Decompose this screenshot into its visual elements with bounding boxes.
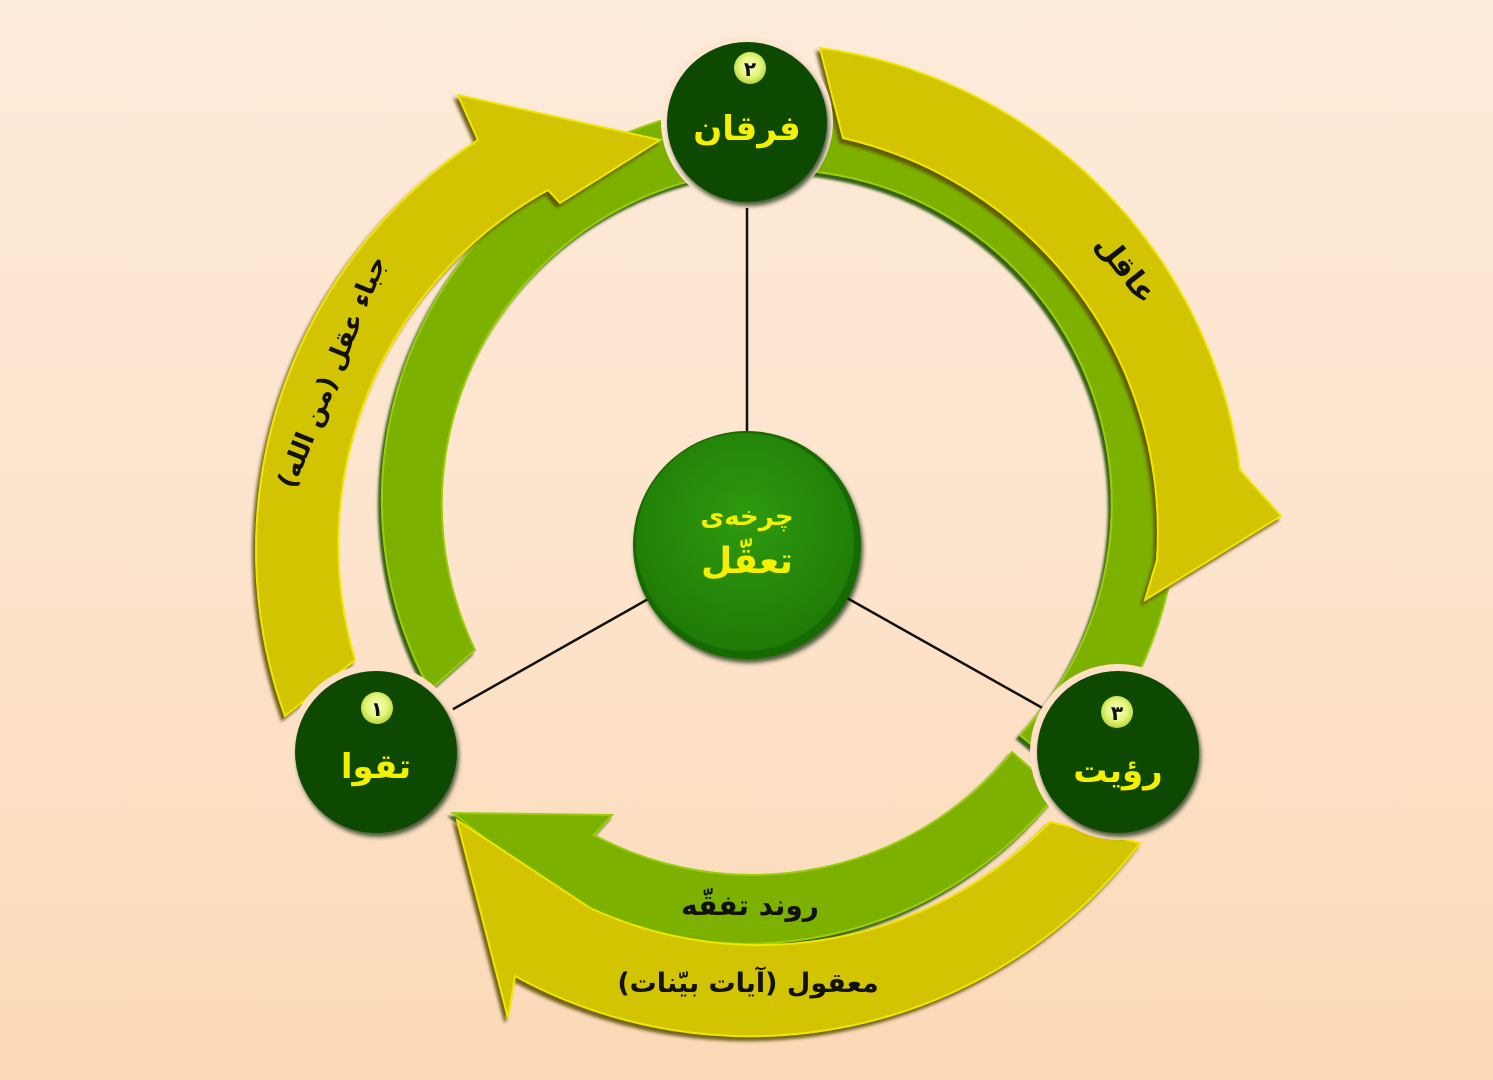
node-2-label: فرقان [693,109,800,149]
center-title-line2: تعقّل [701,538,793,582]
outer-bottom-label: معقول (آیات بیّنات) [617,966,878,999]
node-3-number-badge [1101,696,1133,728]
node-1-number-badge [361,692,393,724]
node-3-label: رؤیت [1073,751,1162,791]
node-1-label: تقوا [341,747,411,787]
center-node[interactable]: چرخه‌ی تعقّل [633,431,861,659]
outer-arrows [255,46,1283,1038]
node-1-taqwa[interactable]: ۱ تقوا [288,664,464,840]
node-3-number: ۳ [1111,701,1123,725]
inner-bottom-label: روند تفقّه [681,887,819,922]
spokes [447,200,1047,714]
node-3-royat[interactable]: ۳ رؤیت [1030,664,1206,840]
spoke-right [846,596,1047,712]
node-2-number: ۲ [744,57,756,81]
center-title-line1: چرخه‌ی [700,502,793,532]
outer-arrow-bottom [455,817,1142,1038]
node-2-forqan[interactable]: ۲ فرقان [661,36,833,208]
outer-arrow-right [818,46,1283,603]
node-2-number-badge [734,52,766,84]
node-1-number: ۱ [371,697,383,721]
spoke-left [447,596,651,714]
outer-arrow-left [255,93,663,718]
